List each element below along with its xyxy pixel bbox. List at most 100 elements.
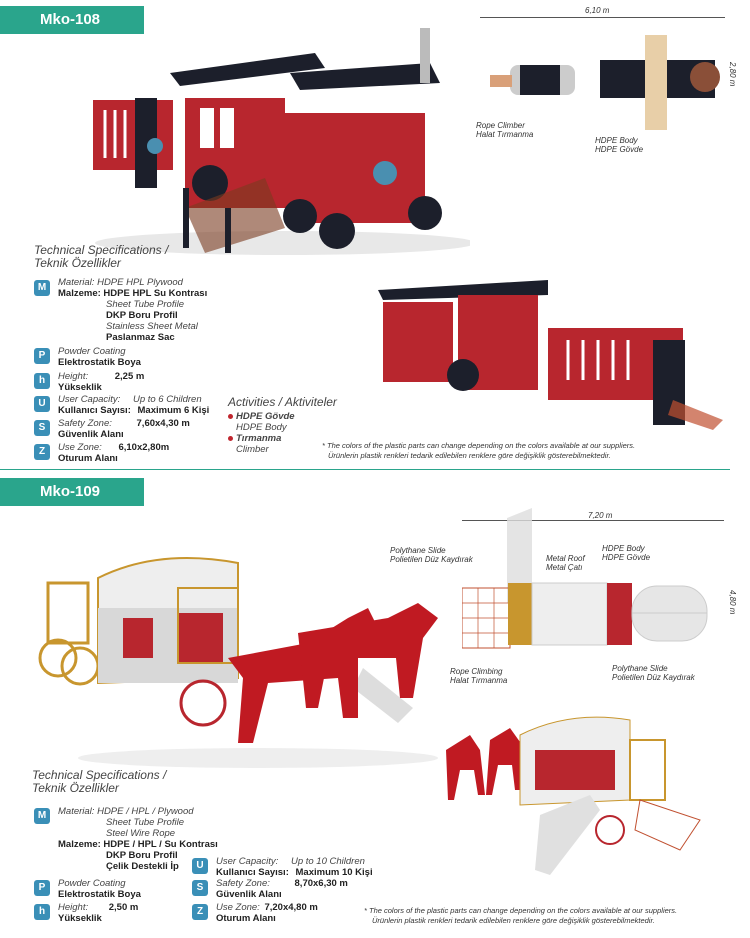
material-icon: M	[34, 280, 50, 296]
spec-title-tr: Teknik Özellikler	[34, 256, 121, 270]
label-body-109: HDPE Body HDPE Gövde	[602, 544, 650, 562]
dim-line	[480, 17, 725, 18]
capacity-block-108: User Capacity: Up to 6 Children Kullanıc…	[58, 394, 209, 416]
users-icon: U	[34, 396, 50, 412]
use-block-109: Use Zone: 7,20x4,80 m Oturum Alanı	[216, 902, 318, 924]
material-en-value: HDPE / HPL / Plywood	[97, 806, 194, 817]
label-slide2-tr: Polietilen Düz Kaydırak	[612, 673, 695, 682]
note-en: * The colors of the plastic parts can ch…	[364, 906, 678, 915]
material-tr-2: DKP Boru Profil	[106, 310, 178, 321]
train-illustration	[93, 28, 470, 255]
height-block-108: Height: 2,25 m Yükseklik	[58, 371, 144, 393]
material-icon: M	[34, 808, 50, 824]
spec-title-tr: Teknik Özellikler	[32, 781, 119, 795]
label-rope-tr: Halat Tırmanma	[450, 676, 508, 685]
label-slide-109: Polythane Slide Polietilen Düz Kaydırak	[390, 546, 473, 564]
material-en-2: Sheet Tube Profile	[106, 817, 184, 828]
safety-tr: Güvenlik Alanı	[216, 889, 282, 900]
material-en-value: HDPE HPL Plywood	[97, 277, 183, 288]
product-tag-mko108: Mko-108	[0, 6, 144, 34]
label-rope-109: Rope Climbing Halat Tırmanma	[450, 667, 507, 685]
note-tr: Ürünlerin plastik renkleri tedarik edile…	[372, 916, 655, 925]
height-en: Height:	[58, 371, 89, 382]
note-en: * The colors of the plastic parts can ch…	[322, 441, 636, 450]
section-divider	[0, 469, 730, 470]
material-block-108: Material: HDPE HPL Plywood Malzeme: HDPE…	[58, 277, 207, 343]
safety-en: Safety Zone:	[58, 418, 112, 429]
use-block-108: Use Zone: 6,10x2,80m Oturum Alanı	[58, 442, 169, 464]
coating-block-109: Powder Coating Elektrostatik Boya	[58, 878, 141, 900]
safety-en: Safety Zone:	[216, 878, 270, 889]
material-block-109: Material: HDPE / HPL / Plywood Sheet Tub…	[58, 806, 218, 872]
height-tr: Yükseklik	[58, 913, 102, 924]
paint-icon: P	[34, 880, 50, 896]
activity-body: HDPE Gövde HDPE Body Tırmanma Climber	[228, 411, 295, 455]
height-tr: Yükseklik	[58, 382, 102, 393]
dim-line	[462, 520, 724, 521]
material-en-3: Stainless Sheet Metal	[106, 321, 198, 332]
capacity-en-value: Up to 6 Children	[132, 394, 202, 405]
capacity-tr-value: Maximum 10 Kişi	[295, 867, 373, 878]
use-en: Use Zone:	[216, 902, 260, 913]
label-body-tr: HDPE Gövde	[602, 553, 651, 562]
label-body-tr: HDPE Gövde	[595, 145, 644, 154]
capacity-en-value: Up to 10 Children	[290, 856, 365, 867]
users-icon: U	[192, 858, 208, 874]
spec-title-109: Technical Specifications / Teknik Özelli…	[32, 769, 166, 795]
use-value: 6,10x2,80m	[118, 442, 170, 453]
capacity-en: User Capacity:	[216, 856, 279, 867]
label-body-en: HDPE Body	[595, 136, 638, 145]
activity-climber-tr: Tırmanma	[236, 433, 282, 444]
spec-title-en: Technical Specifications /	[34, 243, 169, 257]
capacity-tr: Kullanıcı Sayısı:	[216, 867, 289, 878]
label-rope-climber-108: Rope Climber Halat Tırmanma	[476, 121, 533, 139]
carriage-side-view	[446, 716, 701, 875]
material-tr-value: HDPE / HPL / Su Kontrası	[103, 839, 218, 850]
safety-zone-icon: S	[34, 420, 50, 436]
material-tr-2: DKP Boru Profil	[106, 850, 178, 861]
material-tr-value: HDPE HPL Su Kontrası	[103, 288, 208, 299]
coating-tr: Elektrostatik Boya	[58, 889, 141, 900]
label-roof-109: Metal Roof Metal Çatı	[546, 554, 585, 572]
material-tr-3: Çelik Destekli İp	[106, 861, 179, 872]
safety-zone-icon: S	[192, 880, 208, 896]
label-slide2-en: Polythane Slide	[612, 664, 668, 673]
label-slide-tr: Polietilen Düz Kaydırak	[390, 555, 473, 564]
colors-note-109: * The colors of the plastic parts can ch…	[364, 906, 677, 926]
safety-value: 7,60x4,30 m	[136, 418, 190, 429]
safety-tr: Güvenlik Alanı	[58, 429, 124, 440]
label-hdpe-body-108: HDPE Body HDPE Gövde	[595, 136, 643, 154]
activities-title: Activities / Aktiviteler	[228, 395, 337, 409]
paint-icon: P	[34, 348, 50, 364]
label-body-en: HDPE Body	[602, 544, 645, 553]
height-block-109: Height: 2,50 m Yükseklik	[58, 902, 138, 924]
dim-width-108: 6,10 m	[585, 6, 610, 15]
spec-title-108: Technical Specifications / Teknik Özelli…	[34, 244, 168, 270]
spec-title-en: Technical Specifications /	[32, 768, 167, 782]
dim-width-109: 7,20 m	[588, 511, 613, 520]
safety-value: 8,70x6,30 m	[294, 878, 348, 889]
dim-height-109: 4,80 m	[728, 590, 737, 615]
carriage-illustration	[38, 557, 438, 768]
dim-height-108: 2,80 m	[728, 62, 737, 87]
material-tr-label: Malzeme:	[58, 839, 101, 850]
train-side-view	[378, 280, 723, 430]
use-zone-icon: Z	[192, 904, 208, 920]
label-slide-en: Polythane Slide	[390, 546, 446, 555]
material-tr-3: Paslanmaz Sac	[106, 332, 175, 343]
capacity-tr: Kullanıcı Sayısı:	[58, 405, 131, 416]
coating-en: Powder Coating	[58, 346, 126, 357]
height-icon: h	[34, 904, 50, 920]
height-value: 2,25 m	[114, 371, 145, 382]
activity-body-tr: HDPE Gövde	[236, 411, 295, 422]
colors-note-108: * The colors of the plastic parts can ch…	[322, 441, 635, 461]
use-en: Use Zone:	[58, 442, 102, 453]
capacity-en: User Capacity:	[58, 394, 121, 405]
activity-body-en: HDPE Body	[236, 422, 287, 433]
coating-en: Powder Coating	[58, 878, 126, 889]
capacity-block-109: User Capacity: Up to 10 Children Kullanı…	[216, 856, 373, 878]
label-roof-tr: Metal Çatı	[546, 563, 583, 572]
safety-block-109: Safety Zone: 8,70x6,30 m Güvenlik Alanı	[216, 878, 348, 900]
height-icon: h	[34, 373, 50, 389]
safety-block-108: Safety Zone: 7,60x4,30 m Güvenlik Alanı	[58, 418, 190, 440]
